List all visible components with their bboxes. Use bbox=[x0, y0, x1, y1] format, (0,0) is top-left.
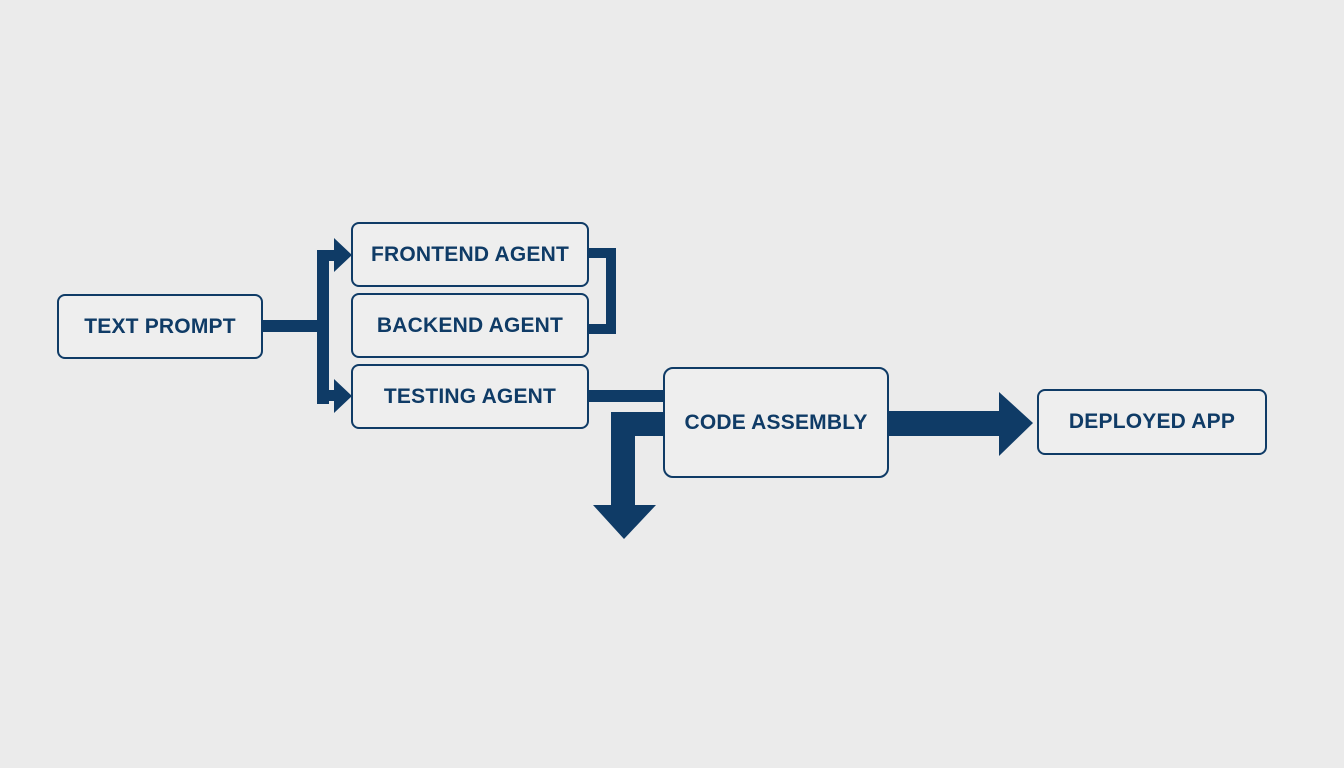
text-prompt-label: TEXT PROMPT bbox=[84, 314, 236, 338]
connector-trunk bbox=[317, 252, 329, 404]
connector-testing-to-assembly bbox=[588, 390, 665, 402]
testing-agent-node: TESTING AGENT bbox=[351, 364, 589, 429]
arrowhead-frontend bbox=[334, 238, 352, 272]
connector-prompt-to-trunk bbox=[262, 320, 322, 332]
arrowhead-down bbox=[593, 505, 656, 539]
connector-bracket-top bbox=[588, 248, 616, 258]
testing-agent-label: TESTING AGENT bbox=[383, 384, 557, 408]
connector-down-shaft bbox=[611, 412, 635, 508]
connector-branch-testing bbox=[317, 390, 339, 401]
code-assembly-node: CODE ASSEMBLY bbox=[663, 367, 889, 478]
connector-bracket-side bbox=[606, 248, 616, 334]
deployed-app-node: DEPLOYED APP bbox=[1037, 389, 1267, 455]
code-assembly-label: CODE ASSEMBLY bbox=[684, 410, 868, 434]
connector-branch-frontend bbox=[317, 250, 339, 261]
connector-bracket-bottom bbox=[588, 324, 616, 334]
connector-assembly-to-deployed bbox=[888, 411, 1004, 436]
frontend-agent-node: FRONTEND AGENT bbox=[351, 222, 589, 287]
frontend-agent-label: FRONTEND AGENT bbox=[370, 242, 569, 266]
text-prompt-node: TEXT PROMPT bbox=[57, 294, 263, 359]
backend-agent-node: BACKEND AGENT bbox=[351, 293, 589, 358]
arrowhead-testing bbox=[334, 379, 352, 413]
arrowhead-deployed bbox=[999, 392, 1033, 456]
backend-agent-label: BACKEND AGENT bbox=[376, 313, 564, 337]
deployed-app-label: DEPLOYED APP bbox=[1068, 410, 1236, 433]
